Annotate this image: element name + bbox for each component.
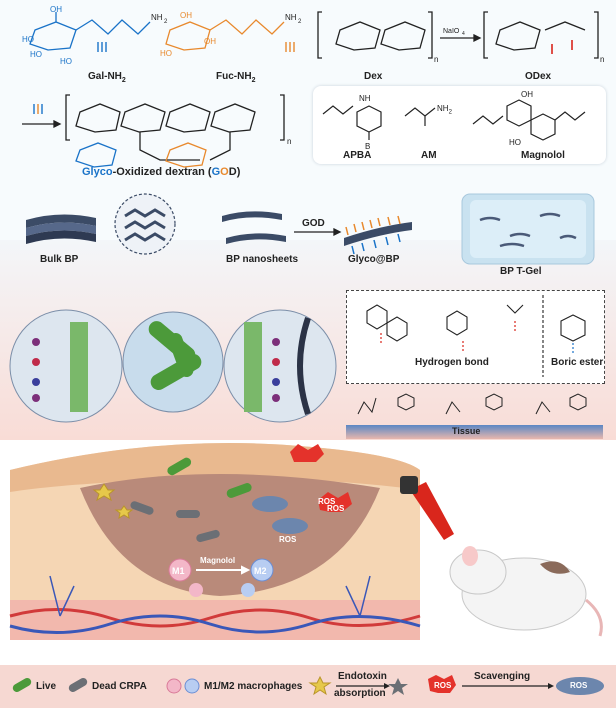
mouse-illustration — [450, 546, 601, 636]
right-zoom-circle — [224, 310, 336, 422]
legend-ros-right-label: ROS — [570, 681, 587, 690]
legend-live-label: Live — [36, 681, 56, 692]
m2-label: M2 — [254, 566, 267, 576]
legend-absorption-label: absorption — [334, 688, 386, 699]
dextran-structure — [318, 12, 432, 58]
svg-text:HO: HO — [22, 35, 34, 44]
fuc-ligand-icon — [286, 42, 294, 52]
tissue-label: Tissue — [452, 426, 480, 436]
mechanism-circles — [8, 294, 338, 436]
magnolol-oh-label: OH — [521, 90, 533, 99]
dex-label: Dex — [364, 71, 382, 82]
bp-tgel-label: BP T-Gel — [500, 266, 542, 277]
svg-text:HO: HO — [160, 49, 172, 58]
svg-text:n: n — [434, 55, 438, 64]
svg-text:NH: NH — [285, 13, 297, 22]
svg-text:HO: HO — [60, 57, 72, 66]
legend-m2-icon — [185, 679, 199, 693]
glyco-bp-sheet — [344, 216, 412, 254]
legend-macrophage-label: M1/M2 macrophages — [204, 681, 302, 692]
oxidation-arrow — [440, 35, 480, 41]
boric-ester-label: Boric ester — [551, 357, 603, 368]
svg-text:OH: OH — [180, 11, 192, 20]
gal-nh2-label: Gal-NH2 — [88, 71, 126, 84]
tissue-binding-structures — [346, 384, 603, 424]
svg-text:2: 2 — [298, 19, 302, 25]
bp-tgel-cube — [462, 194, 594, 264]
ros-label-3: ROS — [327, 504, 344, 513]
odex-structure — [484, 12, 598, 58]
bulk-bp-label: Bulk BP — [40, 254, 78, 265]
dermis-layer — [10, 600, 420, 640]
apba-label: APBA — [343, 150, 371, 161]
left-zoom-circle — [10, 310, 122, 422]
bonding-box: Hydrogen bond Boric ester — [346, 290, 605, 384]
glyco-bp-label: Glyco@BP — [348, 254, 399, 265]
legend-m1-icon — [167, 679, 181, 693]
left-membrane — [70, 322, 88, 412]
wound-scene — [0, 440, 616, 665]
svg-text:NH: NH — [151, 13, 163, 22]
odex-label: ODex — [525, 71, 551, 82]
god-fuc-pendant — [166, 143, 206, 167]
svg-text:4: 4 — [462, 31, 465, 37]
svg-text:2: 2 — [164, 19, 168, 25]
apba-structure — [323, 106, 381, 140]
am-nh2-label: NH2 — [437, 104, 452, 116]
god-polymer-structure — [66, 95, 284, 160]
legend-absorbed-icon — [388, 678, 408, 695]
center-zoom-circle — [123, 312, 223, 412]
svg-text:HO: HO — [30, 50, 42, 59]
gal-nh2-structure — [30, 12, 150, 50]
ros-label-1: ROS — [279, 535, 296, 544]
bp-lattice-zoom — [115, 194, 175, 254]
am-label: AM — [421, 150, 437, 161]
synthesis-arrow — [22, 121, 60, 127]
monomer-box: NH B NH2 OH HO APBA AM Magnolol — [313, 86, 606, 164]
legend-dead-label: Dead CRPA — [92, 681, 147, 692]
aldehyde-groups — [552, 40, 572, 54]
god-gal-pendant — [76, 143, 116, 167]
fuc-nh2-structure — [166, 20, 284, 50]
legend-ros-left-label: ROS — [434, 681, 451, 690]
magnolol-structure — [473, 100, 585, 140]
magnolol-arrow-label: Magnolol — [200, 556, 235, 565]
m1-label: M1 — [172, 566, 185, 576]
magnolol-ho-label: HO — [509, 138, 521, 147]
fuc-nh2-label: Fuc-NH2 — [216, 71, 255, 84]
legend-endotoxin-label: Endotoxin — [338, 671, 387, 682]
svg-text:n: n — [287, 137, 291, 146]
bond-structures — [347, 291, 604, 383]
legend-endotoxin-icon — [310, 677, 330, 694]
bp-nanosheets-label: BP nanosheets — [226, 254, 298, 265]
svg-text:NaIO: NaIO — [443, 28, 460, 35]
bulk-bp-layers — [26, 214, 96, 244]
gal-ligand-icon — [98, 42, 106, 52]
magnolol-label: Magnolol — [521, 150, 565, 161]
am-structure — [405, 108, 435, 126]
god-arrow — [294, 229, 340, 235]
god-title: Glyco-Oxidized dextran (GOD) — [82, 166, 240, 178]
svg-text:OH: OH — [50, 5, 62, 14]
legend-live-icon — [11, 677, 32, 694]
god-arrow-label: GOD — [302, 218, 325, 229]
legend-dead-icon — [67, 677, 88, 694]
mixed-ligand-icon — [34, 104, 42, 114]
svg-text:n: n — [600, 55, 604, 64]
right-membrane — [244, 322, 262, 412]
legend-scavenging-label: Scavenging — [474, 671, 530, 682]
svg-text:OH: OH — [204, 37, 216, 46]
apba-nh-label: NH — [359, 94, 371, 103]
hydrogen-bond-label: Hydrogen bond — [415, 357, 489, 368]
bp-nanosheets — [222, 211, 286, 244]
bp-material-row — [0, 180, 616, 280]
